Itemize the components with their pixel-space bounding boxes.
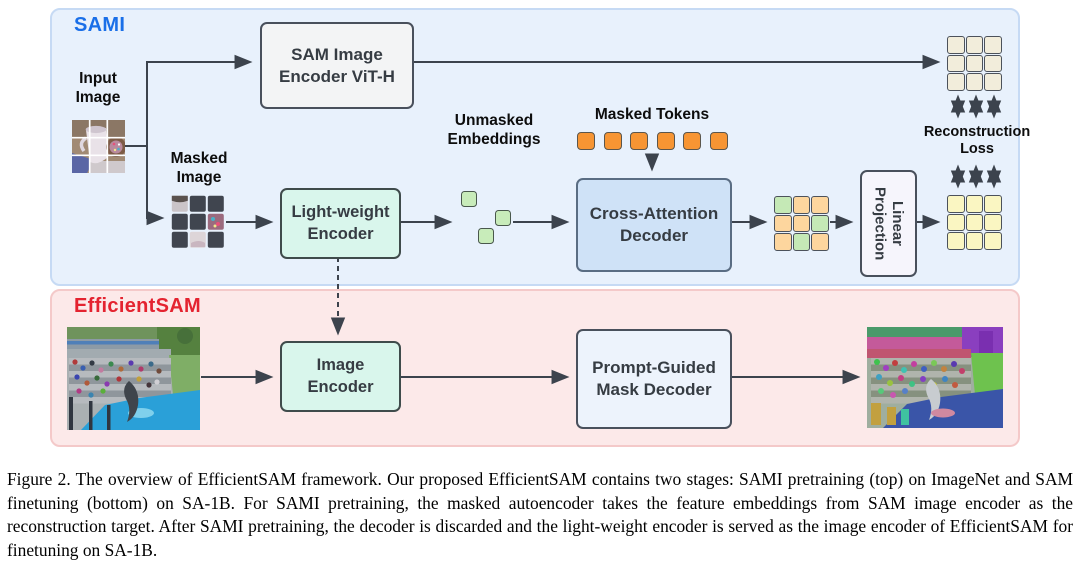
- grid-cell: [984, 213, 1002, 232]
- linear-projection-label: Linear Projection: [871, 186, 906, 261]
- grid-cell: [774, 214, 792, 233]
- grid-cell: [965, 213, 984, 232]
- grid-cell: [965, 195, 984, 213]
- grid-cell: [811, 214, 829, 233]
- grid-cell: [965, 54, 984, 73]
- connector-arrows: [125, 54, 1002, 385]
- arrow-input-to-masked-image: [146, 146, 165, 226]
- grid-cell: [984, 195, 1002, 213]
- grid-cell: [947, 36, 965, 54]
- grid-cell: [774, 196, 792, 214]
- masked-token: [603, 132, 622, 150]
- grid-cell: [984, 54, 1002, 73]
- grid-cell: [947, 232, 965, 250]
- figure-caption: Figure 2. The overview of EfficientSAM f…: [7, 469, 1073, 561]
- grid-cell: [984, 232, 1002, 250]
- prompt-guided-mask-decoder-box: Prompt-Guided Mask Decoder: [576, 329, 732, 429]
- grid-cell: [965, 232, 984, 250]
- masked-token: [630, 132, 649, 150]
- efficientsam-finetuning-panel: [50, 289, 1020, 447]
- masked-image-thumbnail: [171, 195, 225, 249]
- figure-diagram: SAMI EfficientSAM Input Image Masked Ima…: [50, 8, 1031, 447]
- grid-cell: [947, 54, 965, 73]
- masked-token: [577, 132, 595, 150]
- grid-cell: [947, 195, 965, 213]
- grid-cell: [792, 196, 811, 214]
- pool-scene-photo: [67, 327, 200, 430]
- input-image-thumbnail: [72, 120, 126, 173]
- masked-image-label: Masked Image: [170, 150, 228, 186]
- grid-cell: [792, 233, 811, 251]
- grid-cell: [984, 36, 1002, 54]
- reconstruction-target-grid: [947, 36, 1002, 91]
- unmasked-embeddings-label: Unmasked Embeddings: [447, 112, 541, 148]
- masked-token: [656, 132, 675, 150]
- grid-cell: [792, 214, 811, 233]
- grid-cell: [811, 196, 829, 214]
- projected-output-grid: [947, 195, 1002, 250]
- grid-cell: [965, 73, 984, 91]
- grid-cell: [947, 213, 965, 232]
- sami-title: SAMI: [74, 14, 126, 36]
- sam-image-encoder-box: SAM Image Encoder ViT-H: [260, 22, 414, 109]
- masked-tokens-label: Masked Tokens: [594, 106, 710, 123]
- grid-cell: [965, 36, 984, 54]
- masked-token: [709, 132, 728, 150]
- masked-token: [683, 132, 702, 150]
- grid-cell: [984, 73, 1002, 91]
- grid-cell: [947, 73, 965, 91]
- grid-cell: [811, 233, 829, 251]
- lightweight-encoder-box: Light-weight Encoder: [280, 188, 401, 259]
- arrow-input-to-sam-encoder: [125, 54, 253, 147]
- grid-cell: [774, 233, 792, 251]
- reconstruction-loss-label: Reconstruction Loss: [923, 124, 1031, 158]
- input-image-label: Input Image: [75, 70, 121, 106]
- segmented-pool-scene-photo: [867, 327, 1003, 428]
- efficientsam-title: EfficientSAM: [74, 295, 201, 317]
- decoder-output-grid: [774, 196, 829, 251]
- image-encoder-box: Image Encoder: [280, 341, 401, 412]
- cross-attention-decoder-box: Cross-Attention Decoder: [576, 178, 732, 272]
- masked-tokens-row: [577, 132, 728, 152]
- linear-projection-box: Linear Projection: [860, 170, 917, 277]
